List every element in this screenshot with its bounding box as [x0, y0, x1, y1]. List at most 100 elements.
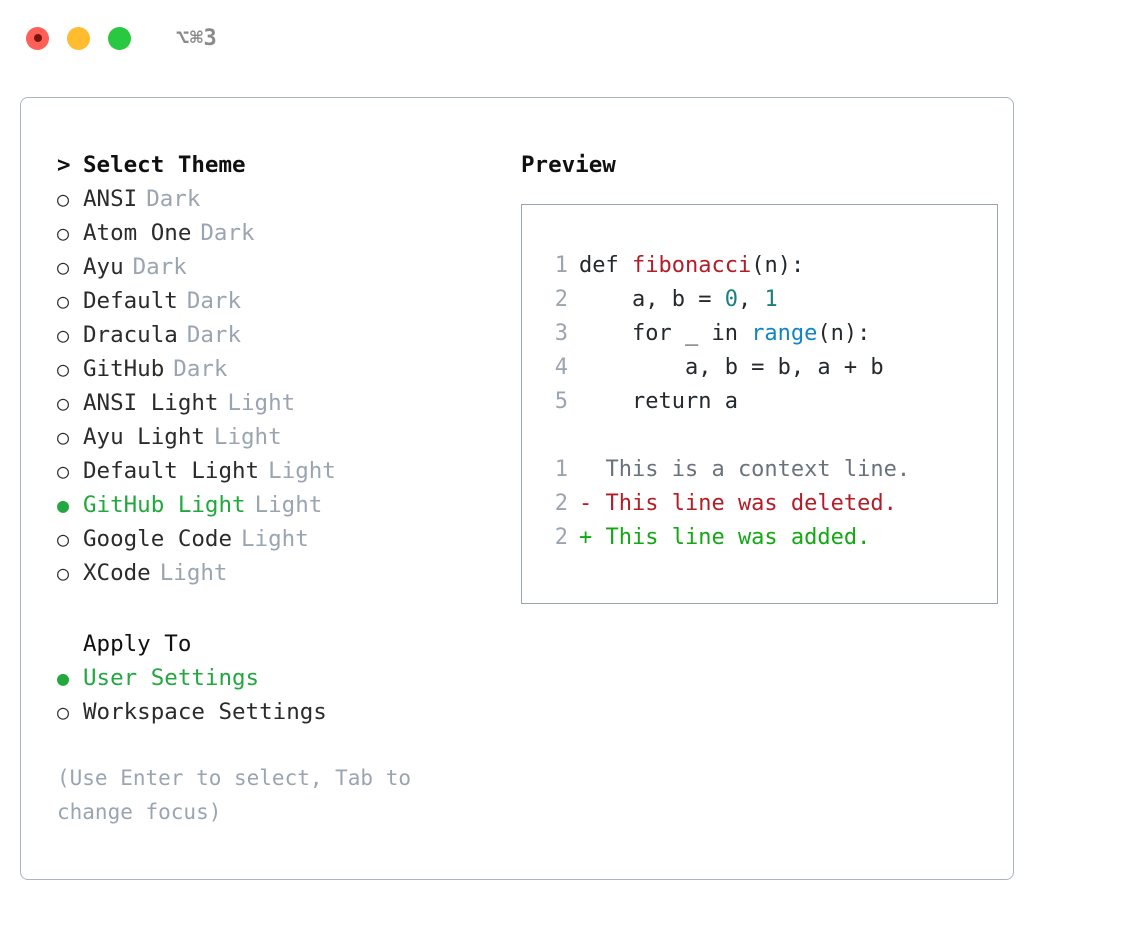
option-variant-badge: Dark — [173, 356, 228, 382]
maximize-button[interactable] — [108, 26, 131, 50]
diff-text: + This line was added. — [579, 525, 871, 550]
keyboard-shortcut-label: ⌥⌘3 — [176, 25, 218, 51]
option-label: Ayu — [83, 254, 124, 280]
code-line: 2 a, b = 0, 1 — [542, 283, 997, 317]
line-number: 4 — [554, 355, 568, 380]
diff-line: 2 + This line was added. — [542, 521, 997, 555]
radio-unselected-icon: ○ — [57, 187, 70, 211]
window-controls — [26, 26, 131, 50]
line-number: 5 — [554, 389, 568, 414]
radio-selected-icon: ● — [57, 666, 70, 690]
option-label: XCode — [83, 560, 151, 586]
code-line: 3 for _ in range(n): — [542, 317, 997, 351]
option-label: Ayu Light — [83, 424, 205, 450]
radio-unselected-icon: ○ — [57, 357, 70, 381]
theme-option-default-light[interactable]: ○ Default Light Light — [57, 454, 505, 488]
option-variant-badge: Light — [213, 424, 282, 450]
code-token: (n): — [751, 253, 805, 278]
option-variant-badge: Light — [227, 390, 296, 416]
apply-to-heading: Apply To — [57, 627, 505, 661]
theme-option-ayu[interactable]: ○ Ayu Dark — [57, 250, 505, 284]
line-number: 2 — [554, 287, 568, 312]
theme-option-ayu-light[interactable]: ○ Ayu Light Light — [57, 420, 505, 454]
code-token: fibonacci — [631, 253, 752, 278]
code-line: 4 a, b = b, a + b — [542, 351, 997, 385]
apply-to-heading-label: Apply To — [83, 631, 192, 657]
apply-to-option-list: ● User Settings ○Workspace Settings — [57, 661, 505, 729]
diff-text: - This line was deleted. — [579, 491, 897, 516]
radio-unselected-icon: ○ — [57, 323, 70, 347]
option-variant-badge: Dark — [146, 186, 201, 212]
select-theme-heading-label: Select Theme — [83, 152, 246, 178]
theme-option-ansi-light[interactable]: ○ ANSI Light Light — [57, 386, 505, 420]
minimize-button[interactable] — [67, 26, 90, 50]
option-variant-badge: Dark — [186, 288, 242, 314]
radio-unselected-icon: ○ — [57, 700, 70, 724]
option-variant-badge: Dark — [200, 220, 255, 246]
code-text: a, b = b, a + b — [579, 351, 884, 385]
line-number: 2 — [554, 525, 568, 550]
option-label: User Settings — [83, 665, 260, 691]
option-variant-badge: Light — [254, 492, 323, 518]
theme-option-atom-one[interactable]: ○ Atom One Dark — [57, 216, 505, 250]
code-token: return a — [579, 389, 738, 414]
option-label: GitHub Light — [83, 492, 246, 518]
diff-text: This is a context line. — [579, 457, 911, 482]
radio-unselected-icon: ○ — [57, 459, 70, 483]
option-variant-badge: Dark — [186, 322, 242, 348]
theme-option-ansi[interactable]: ○ ANSI Dark — [57, 182, 505, 216]
code-token: 1 — [764, 287, 778, 312]
option-label: ANSI — [83, 186, 138, 212]
option-variant-badge: Dark — [132, 254, 187, 280]
radio-unselected-icon: ○ — [57, 425, 70, 449]
line-number: 1 — [554, 253, 568, 278]
code-line: 1 def fibonacci(n): — [542, 249, 997, 283]
option-variant-badge: Light — [268, 458, 336, 484]
preview-heading: Preview — [521, 152, 616, 178]
diff-line: 1 This is a context line. — [542, 453, 997, 487]
close-button[interactable] — [26, 26, 49, 50]
theme-option-xcode[interactable]: ○ XCode Light — [57, 556, 505, 590]
radio-unselected-icon: ○ — [57, 561, 70, 585]
option-label: ANSI Light — [83, 390, 219, 416]
code-token: def — [579, 253, 632, 278]
line-number: 2 — [554, 491, 568, 516]
diff-sample: 1 This is a context line. 2 - This line wa… — [542, 453, 997, 555]
code-token: a, b = b, a + b — [579, 355, 884, 380]
code-token: 0 — [724, 287, 738, 312]
focus-marker-placeholder-icon — [57, 627, 83, 661]
theme-option-dracula[interactable]: ○ Dracula Dark — [57, 318, 505, 352]
radio-unselected-icon: ○ — [57, 255, 70, 279]
option-label: Default Light — [83, 458, 260, 484]
radio-unselected-icon: ○ — [57, 391, 70, 415]
code-token: a, b = — [579, 287, 725, 312]
select-theme-heading: > Select Theme — [57, 148, 505, 182]
apply-option-user-settings[interactable]: ● User Settings — [57, 661, 505, 695]
code-token: (n): — [817, 321, 871, 346]
radio-unselected-icon: ○ — [57, 221, 70, 245]
code-text: def fibonacci(n): — [579, 249, 804, 283]
option-label: Atom One — [83, 220, 192, 246]
option-label: Default — [83, 288, 178, 314]
line-number: 3 — [554, 321, 568, 346]
option-label: Dracula — [83, 322, 178, 348]
option-variant-badge: Light — [241, 526, 309, 552]
code-text: a, b = 0, 1 — [579, 283, 778, 317]
option-label: Google Code — [83, 526, 233, 552]
option-variant-badge: Light — [159, 560, 228, 586]
code-line: 5 return a — [542, 385, 997, 419]
apply-option-workspace-settings[interactable]: ○Workspace Settings — [57, 695, 505, 729]
code-token: , — [737, 287, 765, 312]
keyboard-hint-text: (Use Enter to select, Tab to change focu… — [57, 766, 424, 824]
